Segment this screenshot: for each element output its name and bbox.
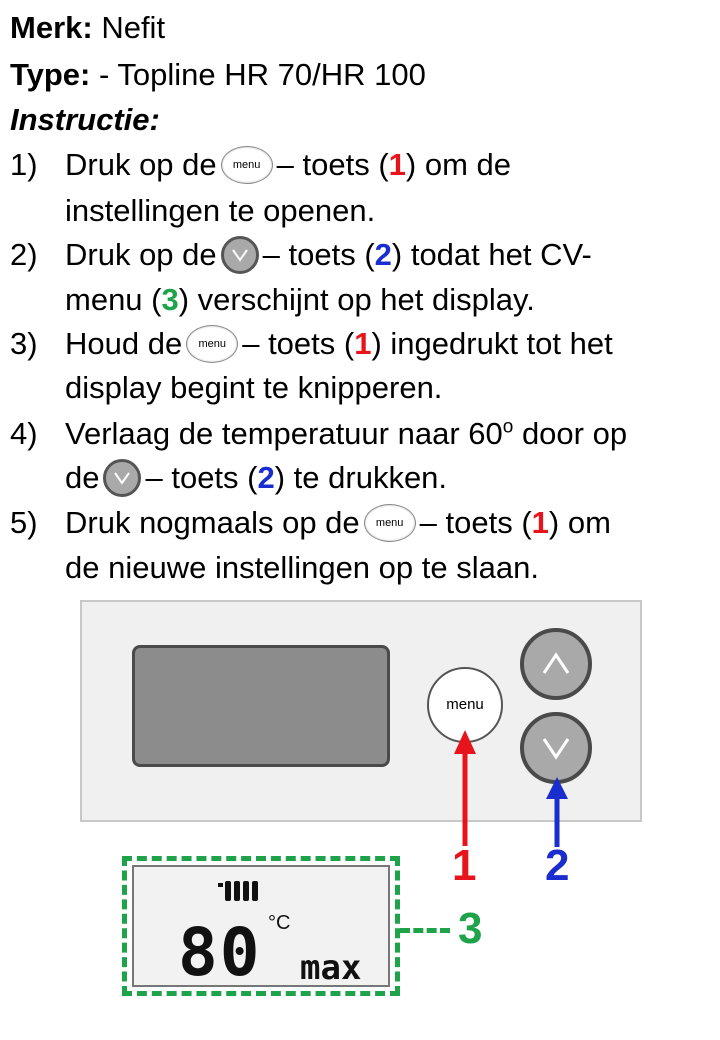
brand-label: Merk: xyxy=(10,10,93,45)
step-number: 5) xyxy=(10,505,38,540)
down-key-icon xyxy=(220,235,259,274)
step-text: instellingen te openen. xyxy=(65,193,376,228)
menu-key-icon: menu xyxy=(186,324,239,363)
down-key-icon xyxy=(103,458,142,497)
type-value: - Topline HR 70/HR 100 xyxy=(90,57,426,92)
chevron-down-icon xyxy=(542,738,570,760)
brand-value: Nefit xyxy=(92,10,166,45)
type-line: Type: - Topline HR 70/HR 100 xyxy=(10,55,426,95)
step-text: – toets ( xyxy=(419,505,532,540)
lcd-display xyxy=(132,865,390,987)
chevron-up-icon xyxy=(542,652,570,674)
brand-line: Merk: Nefit xyxy=(10,8,165,48)
callout-2: 2 xyxy=(545,841,570,890)
callout-3-connector xyxy=(400,928,450,933)
type-label: Type: xyxy=(10,57,91,92)
up-button[interactable] xyxy=(520,628,592,700)
radiator-icon xyxy=(218,881,258,901)
step-text: de nieuwe instellingen op te slaan. xyxy=(65,550,539,585)
step-text: display begint te knipperen. xyxy=(65,370,443,405)
blue-arrow-icon xyxy=(546,777,568,847)
callout-ref: 1 xyxy=(388,147,406,182)
step-text: Druk op de xyxy=(65,147,217,182)
step-text: ) todat het CV- xyxy=(391,237,592,272)
callout-3: 3 xyxy=(458,904,483,953)
step-text: – toets ( xyxy=(242,326,355,361)
step-text: ) ingedrukt tot het xyxy=(371,326,613,361)
step-text: Houd de xyxy=(65,326,183,361)
callout-ref: 3 xyxy=(161,282,179,317)
step-number: 4) xyxy=(10,416,38,451)
step-text: ) om xyxy=(548,505,611,540)
step-text: Druk op de xyxy=(65,237,217,272)
step-text: – toets ( xyxy=(262,237,375,272)
degree-mark: o xyxy=(502,416,514,438)
callout-ref: 1 xyxy=(531,505,549,540)
lcd-unit: °C xyxy=(268,912,291,934)
menu-button[interactable]: menu xyxy=(427,667,503,743)
step-number: 1) xyxy=(10,147,38,182)
step-text: Druk nogmaals op de xyxy=(65,505,360,540)
lcd-highlight-frame xyxy=(122,856,400,996)
instruction-heading: Instructie: xyxy=(10,100,160,140)
instruction-label: Instructie: xyxy=(10,102,160,137)
step-text: Verlaag de temperatuur naar 60 xyxy=(65,416,503,451)
callout-1: 1 xyxy=(452,841,477,890)
step-text: ) verschijnt op het display. xyxy=(178,282,535,317)
down-button[interactable] xyxy=(520,712,592,784)
callout-ref: 1 xyxy=(354,326,372,361)
menu-key-icon: menu xyxy=(220,145,273,184)
red-arrow-icon xyxy=(454,730,476,846)
step-text: ) om de xyxy=(405,147,511,182)
menu-key-icon: menu xyxy=(363,503,416,542)
step-text: ) te drukken. xyxy=(274,460,448,495)
step-number: 2) xyxy=(10,237,38,272)
step-text: door op xyxy=(513,416,628,451)
step-text: menu ( xyxy=(65,282,162,317)
lcd-mode: max xyxy=(300,948,362,988)
display-screen xyxy=(132,645,390,767)
step-text: de xyxy=(65,460,100,495)
step-text: – toets ( xyxy=(145,460,258,495)
step-number: 3) xyxy=(10,326,38,361)
callout-ref: 2 xyxy=(374,237,392,272)
lcd-temperature: 80 xyxy=(178,914,262,991)
callout-ref: 2 xyxy=(257,460,275,495)
step-text: – toets ( xyxy=(276,147,389,182)
